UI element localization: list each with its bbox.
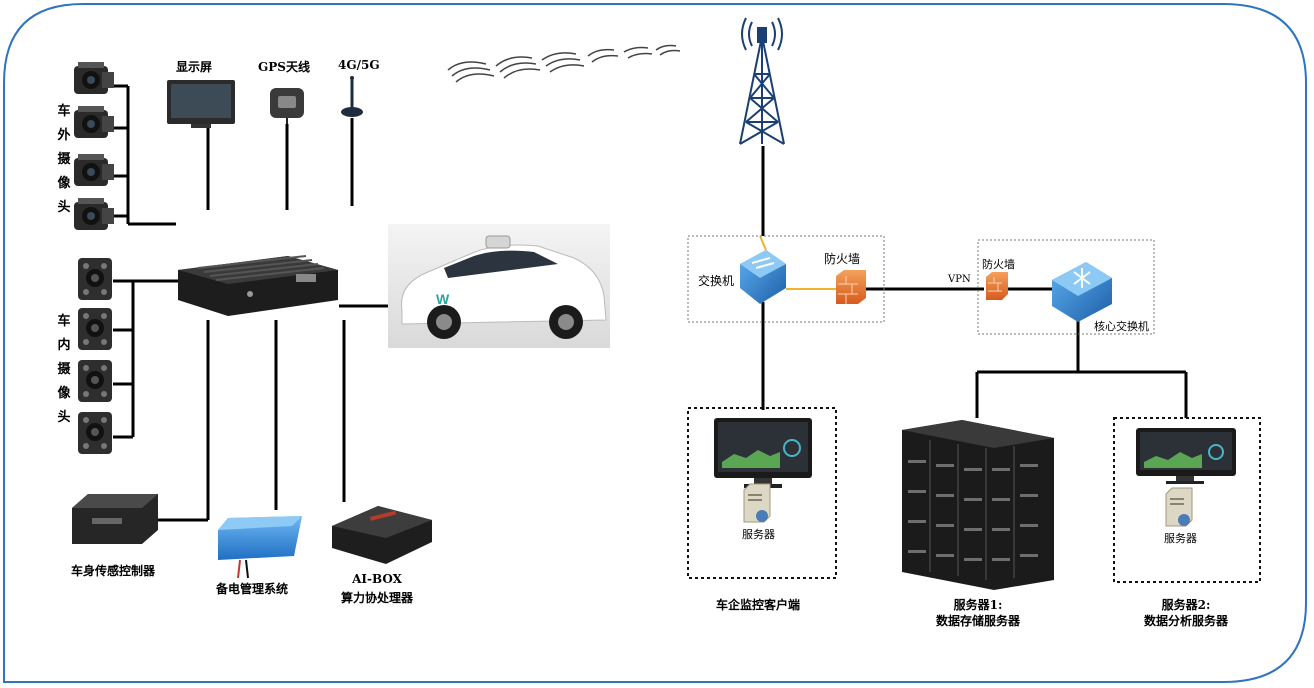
server-small-icon xyxy=(743,483,771,523)
backup-power-battery-icon xyxy=(218,516,302,579)
display-screen-icon xyxy=(167,80,235,128)
client-group-box xyxy=(687,407,837,579)
vpn-label: VPN xyxy=(948,274,971,285)
gps-antenna-icon xyxy=(270,88,304,124)
exterior-camera-icon xyxy=(74,62,114,230)
server-small-icon xyxy=(1165,487,1193,527)
aibox-label-line2: 算力协处理器 xyxy=(340,591,413,605)
wireless-signal-icon xyxy=(447,44,681,83)
switch-label: 交换机 xyxy=(698,274,735,288)
svg-text:W: W xyxy=(436,291,450,307)
vehicle-connection-lines xyxy=(113,84,388,522)
switch-group-box xyxy=(687,235,885,323)
diagram-frame xyxy=(3,3,1307,683)
exterior-cameras-label: 车外摄像头 xyxy=(57,104,71,215)
backup-power-label: 备电管理系统 xyxy=(216,582,289,596)
display-label: 显示屏 xyxy=(176,60,213,74)
switch-icon xyxy=(740,250,786,304)
client-server-label: 服务器 xyxy=(742,528,775,541)
aibox-label-line1: AI-BOX xyxy=(352,572,402,586)
firewall-icon xyxy=(836,270,866,304)
firewall-label: 防火墙 xyxy=(824,252,861,266)
server2-group-box xyxy=(1113,417,1261,583)
autonomous-car-image: W xyxy=(388,224,610,348)
firewall-label: 防火墙 xyxy=(982,258,1015,271)
core-switch-label: 核心交换机 xyxy=(1094,320,1149,333)
server1-caption-line1: 服务器1: xyxy=(953,598,1003,612)
monitor-icon xyxy=(1136,428,1236,484)
core-switch-group-box xyxy=(977,239,1155,335)
firewall-icon xyxy=(986,272,1008,300)
interior-camera-icon xyxy=(78,258,112,454)
ai-box-icon xyxy=(332,506,432,564)
core-switch-icon xyxy=(1052,262,1112,322)
network-connection-lines xyxy=(761,146,1188,418)
server2-caption-line2: 数据分析服务器 xyxy=(1143,614,1228,628)
monitor-icon xyxy=(714,418,812,488)
vehicle-dvr-host-icon xyxy=(178,255,338,316)
interior-cameras-label: 车内摄像头 xyxy=(57,314,71,425)
server1-caption-line2: 数据存储服务器 xyxy=(935,614,1020,628)
server2-caption-line1: 服务器2: xyxy=(1161,598,1211,612)
cell-tower-icon xyxy=(739,17,785,145)
tower-switch-link-accent xyxy=(759,235,767,251)
gps-label: GPS天线 xyxy=(258,60,310,74)
body-sensor-label: 车身传感控制器 xyxy=(71,564,156,578)
client-caption: 车企监控客户端 xyxy=(716,598,801,612)
server-rack-icon xyxy=(902,420,1054,590)
cellular-label: 4G/5G xyxy=(338,58,380,72)
cellular-antenna-icon xyxy=(341,76,363,117)
server2-inner-label: 服务器 xyxy=(1164,532,1197,545)
body-sensor-controller-icon xyxy=(72,494,158,544)
